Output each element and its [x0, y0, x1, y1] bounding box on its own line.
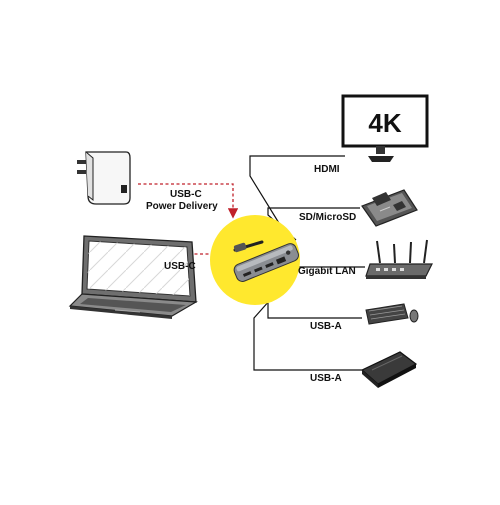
monitor-icon: 4K: [341, 94, 429, 162]
power-delivery-label-line1: USB-C: [170, 189, 202, 200]
laptop-icon: [68, 235, 198, 319]
laptop-usb-c-label: USB-C: [164, 261, 196, 272]
sd-card-icon: [361, 189, 418, 227]
output-label-hdmi: HDMI: [314, 164, 340, 175]
power-delivery-arrow: [138, 183, 239, 219]
output-label-sd-microsd: SD/MicroSD: [299, 212, 357, 223]
power-delivery-label-line2: Power Delivery: [146, 201, 218, 212]
power-adapter-icon: [77, 151, 131, 205]
keyboard-mouse-icon: [365, 303, 419, 325]
output-label-gigabit-lan: Gigabit LAN: [298, 266, 356, 277]
output-label-usb-a-1: USB-A: [310, 321, 342, 332]
output-label-usb-a-2: USB-A: [310, 373, 342, 384]
router-icon: [365, 239, 433, 279]
usb-c-hub-icon: [233, 240, 299, 282]
monitor-resolution-text: 4K: [368, 108, 401, 138]
external-drive-icon: [360, 351, 418, 388]
